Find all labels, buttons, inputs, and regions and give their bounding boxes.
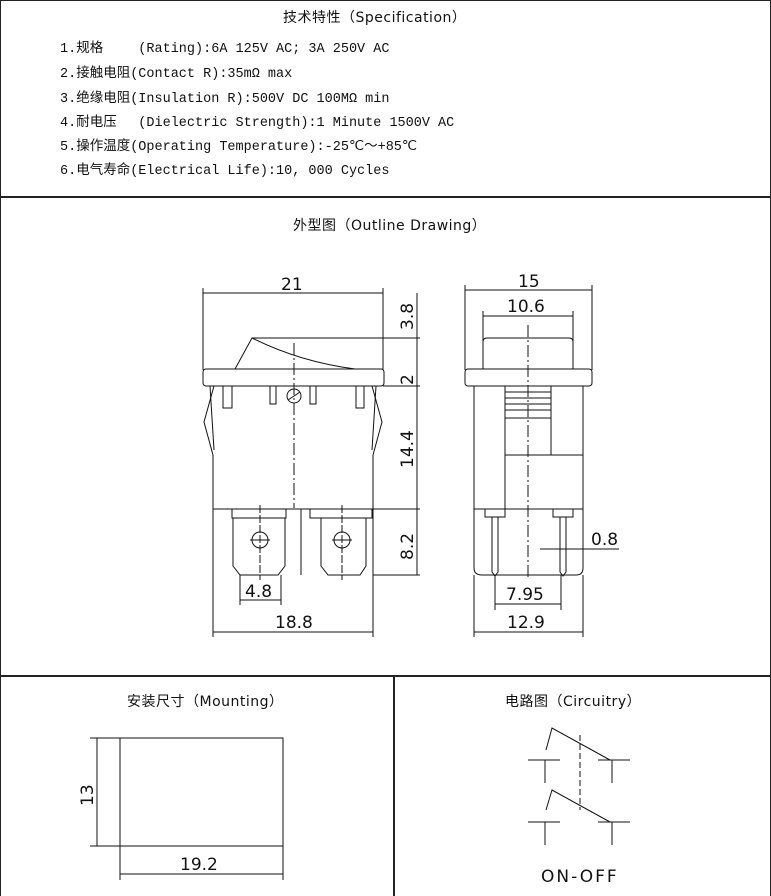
mounting-panel	[0, 675, 395, 896]
circuit-diagram: ON-OFF	[528, 727, 630, 887]
dim-terminal-width: 4.8	[245, 582, 272, 602]
circuit-label: ON-OFF	[541, 867, 619, 887]
dim-front-width: 21	[281, 275, 303, 295]
mounting-title: 安装尺寸（Mounting）	[127, 694, 284, 710]
dim-mount-height: 13	[78, 784, 98, 806]
spec-item: 1.规格 (Rating):6A 125V AC; 3A 250V AC	[60, 42, 390, 57]
dim-pin-pitch: 7.95	[506, 585, 544, 605]
side-view: 15 10.6 7.95 12.9 0.8	[464, 272, 619, 637]
spec-item: 4.耐电压 (Dielectric Strength):1 Minute 150…	[60, 116, 455, 131]
dim-top-height: 3.8	[398, 303, 418, 330]
dim-body-height: 14.4	[398, 430, 418, 468]
spec-item: 3.绝缘电阻(Insulation R):500V DC 100MΩ min	[60, 92, 390, 107]
dim-side-body-width: 12.9	[507, 613, 545, 633]
circuit-title: 电路图（Circuitry）	[505, 694, 642, 710]
spec-title: 技术特性（Specification）	[283, 10, 467, 26]
dim-plate-height: 2	[398, 374, 418, 385]
dim-mount-width: 19.2	[180, 855, 218, 875]
dim-terminal-height: 8.2	[398, 533, 418, 560]
dim-body-width: 18.8	[275, 613, 313, 633]
dim-side-width: 15	[518, 272, 540, 292]
outline-title: 外型图（Outline Drawing）	[293, 218, 487, 234]
front-view: 21 4.8 18.8 3.8 2 14.4 8.2	[202, 275, 420, 637]
spec-item: 6.电气寿命(Electrical Life):10, 000 Cycles	[60, 164, 390, 179]
mounting-cutout: 13 19.2	[78, 737, 284, 880]
dim-cap-width: 10.6	[507, 297, 545, 317]
spec-item: 2.接触电阻(Contact R):35mΩ max	[60, 67, 293, 82]
dim-pin-thickness: 0.8	[591, 530, 618, 550]
spec-item: 5.操作温度(Operating Temperature):-25℃～+85℃	[60, 140, 418, 155]
